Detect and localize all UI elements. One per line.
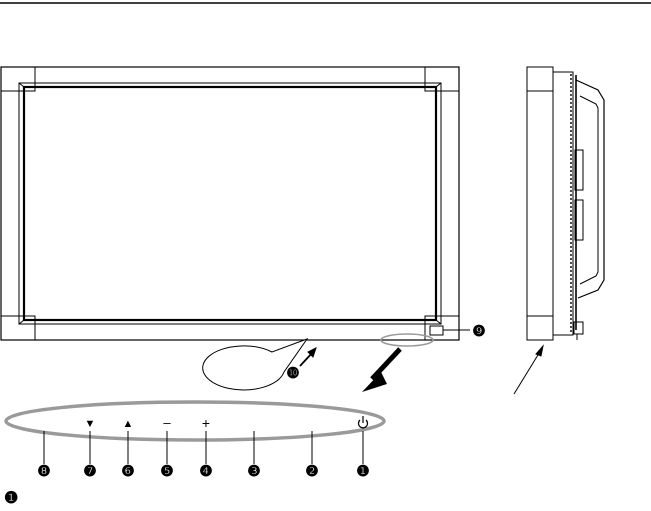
callout-bubble [202,337,309,391]
control-area-highlight [380,333,434,347]
callout-9: ❾ [472,323,485,340]
monitor-side-view [526,66,605,341]
callout-arrow-10 [299,347,317,367]
monitor-front-view [0,66,470,341]
monitor-screen [22,85,438,322]
down-triangle-icon[interactable]: ▼ [85,418,96,430]
minus-icon[interactable]: – [163,415,171,430]
remote-sensor-window [429,325,444,336]
callout-8: ❽ [37,463,50,480]
side-arrow [513,344,544,395]
bezel-corner-tr [424,66,460,92]
callout-7: ❼ [83,463,96,480]
side-handle [575,79,605,299]
zoom-arrow [362,347,402,392]
caption-marker: ❶ [4,490,19,507]
plus-icon[interactable]: + [202,415,210,431]
control-leader-lines [43,431,364,464]
side-body [552,71,574,336]
callout-1: ❶ [356,463,369,480]
bezel-inner-frame [18,82,442,325]
callout-6: ❻ [121,463,134,480]
callout-5: ❺ [160,463,173,480]
bezel-corner-br [424,315,460,341]
callout-2: ❷ [305,463,318,480]
control-leader-marks [43,431,313,441]
bezel-corner-bl [0,315,36,341]
control-panel-ellipse [4,400,386,442]
monitor-bezel-outer [0,66,460,341]
side-bezel-front [526,66,554,341]
callout-10: ❿ [286,365,299,382]
bezel-corner-tl [0,66,36,92]
up-triangle-icon[interactable]: ▲ [123,418,134,430]
callout-4: ❹ [199,463,212,480]
callout-3: ❸ [247,463,260,480]
power-icon[interactable] [357,416,369,429]
